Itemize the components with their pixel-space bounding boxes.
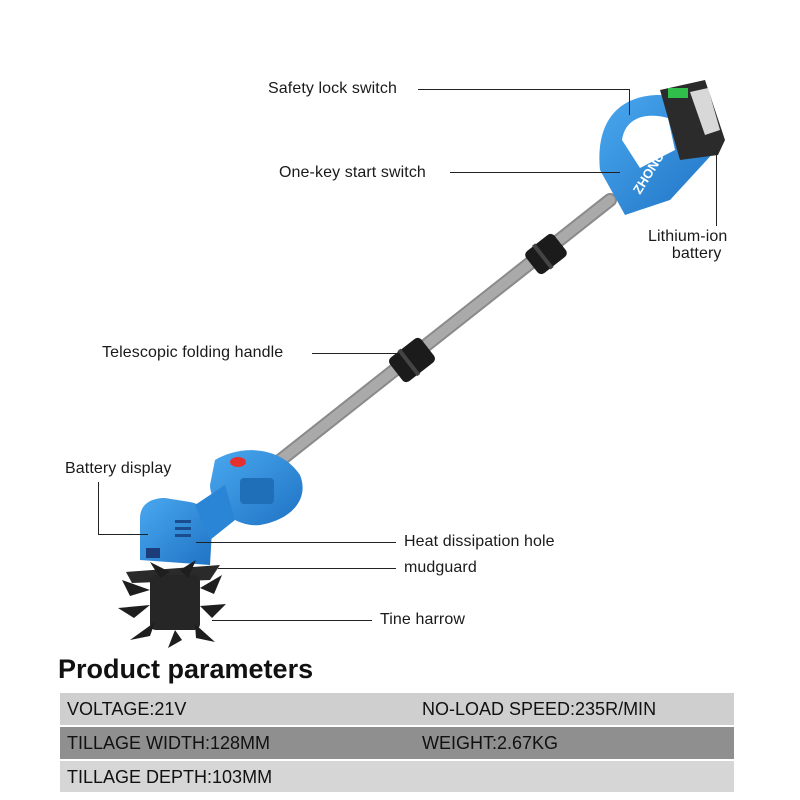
leader-line [212,620,372,621]
tine-harrow-blades [118,560,226,648]
leader-line [418,89,630,90]
product-illustration: ZHONUO [65,80,727,648]
battery-display-screen [146,548,160,558]
leader-line [98,534,148,535]
battery-pack [660,80,725,160]
callout-battery-line2: battery [671,245,722,262]
leader-line [716,150,717,226]
leader-line [312,353,400,354]
leader-line [98,482,99,534]
battery-indicator [668,88,688,98]
heat-vents [175,520,191,537]
gear-head [140,485,235,565]
callout-lithium-ion-battery: Lithium-ion battery [648,228,727,262]
leader-line [450,172,620,173]
callout-mudguard: mudguard [404,559,477,576]
callout-tine-harrow: Tine harrow [380,611,465,628]
param-voltage: VOLTAGE:21V [67,699,187,719]
param-row: TILLAGE WIDTH:128MM WEIGHT:2.67KG [60,727,734,759]
param-weight: WEIGHT:2.67KG [422,733,559,753]
param-row: VOLTAGE:21V NO-LOAD SPEED:235R/MIN [60,693,734,725]
param-tillage-depth: TILLAGE DEPTH:103MM [67,767,273,787]
pole-clamp-upper [525,233,567,275]
callout-one-key-start-switch: One-key start switch [279,164,426,181]
pole-clamp-middle [389,337,435,383]
param-row: TILLAGE DEPTH:103MM [60,761,734,792]
callout-safety-lock-switch: Safety lock switch [268,80,397,97]
callout-telescopic-folding-handle: Telescopic folding handle [102,344,284,361]
callout-battery-display: Battery display [65,460,172,477]
power-button-icon [230,457,246,467]
tiller-drawing: ZHONUO [118,80,725,648]
leader-line [629,89,630,115]
leader-line [196,542,396,543]
callout-heat-dissipation-hole: Heat dissipation hole [404,533,555,550]
param-no-load-speed: NO-LOAD SPEED:235R/MIN [422,699,657,719]
telescopic-pole [261,193,617,477]
leader-line [218,568,396,569]
param-tillage-width: TILLAGE WIDTH:128MM [67,733,271,753]
motor-housing [210,450,303,526]
callout-battery-line1: Lithium-ion [648,228,728,245]
params-title: Product parameters [58,654,314,684]
